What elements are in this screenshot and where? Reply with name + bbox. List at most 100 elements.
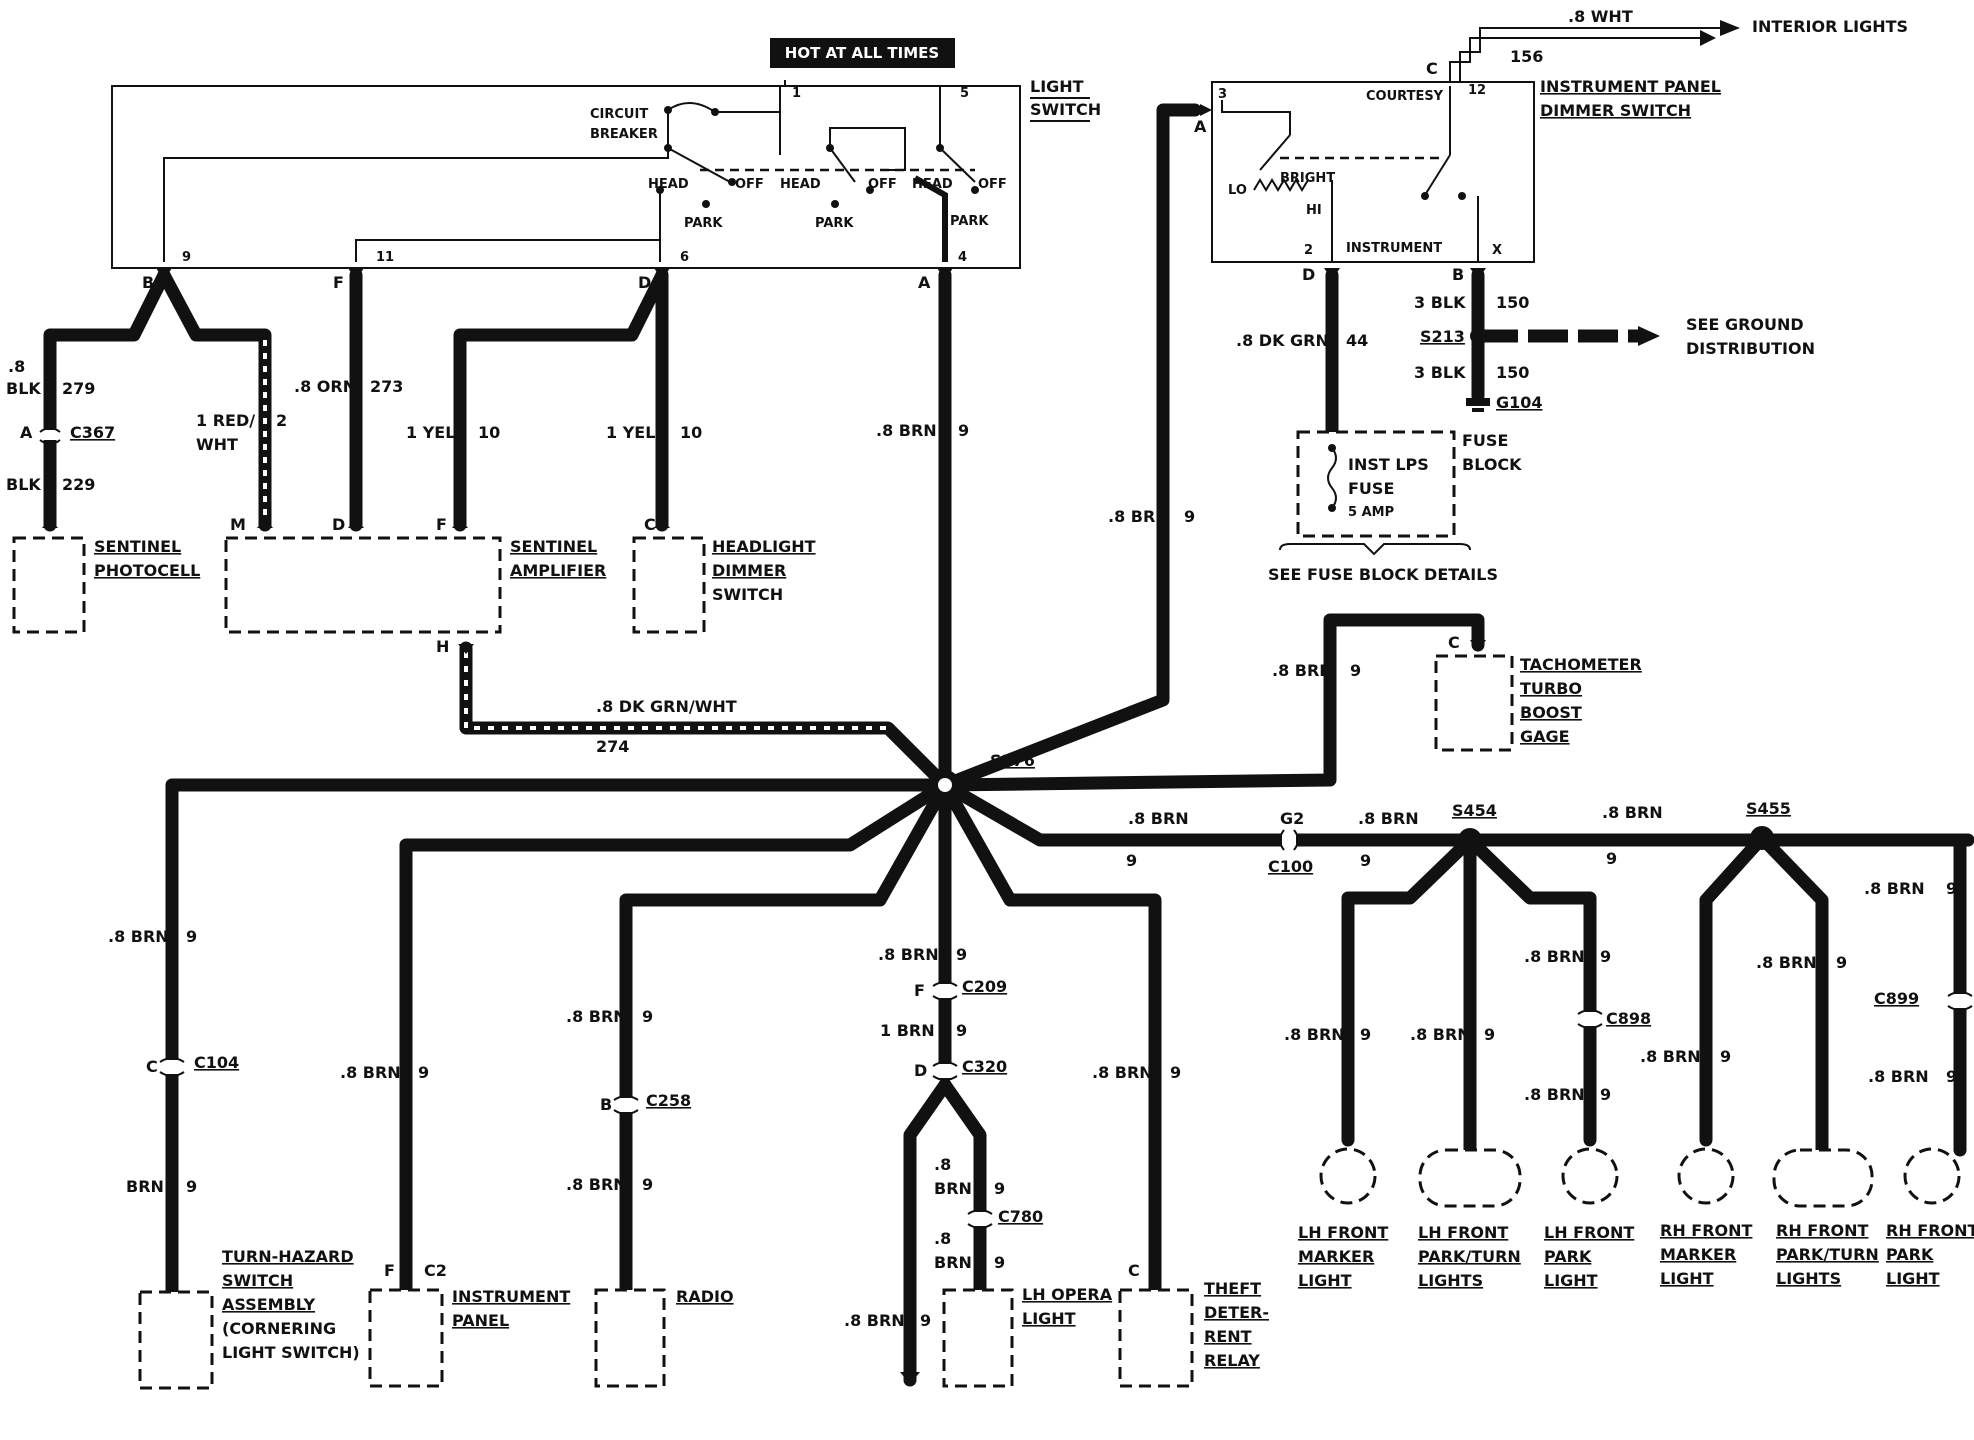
bus-c100: C100 (1268, 857, 1313, 876)
lbl-redwht-c: 2 (276, 411, 287, 430)
lbl-yel-2c: 10 (680, 423, 702, 442)
radio-branch: .8 BRN 9 B C258 .8 BRN 9 RADIO (566, 1007, 734, 1388)
wire-brn-tach (938, 613, 1485, 792)
hl-dimmer-1: HEADLIGHT (712, 537, 816, 556)
wire-brn-opera-down (903, 1078, 952, 1387)
conn-f: F (333, 273, 344, 292)
radio-pin: B (600, 1095, 612, 1114)
theft-4: RELAY (1204, 1351, 1260, 1370)
lbl-274: 274 (596, 737, 629, 756)
fuse-2: FUSE (1348, 479, 1394, 498)
tachometer: C TACHOMETER TURBO BOOST GAGE (1434, 633, 1642, 752)
l4-c: 9 (1836, 953, 1847, 972)
opera-w3a: .8 (934, 1155, 951, 1174)
park-3: PARK (950, 214, 989, 229)
opera-conn1: C209 (962, 977, 1007, 996)
l1-w: .8 BRN (1410, 1025, 1471, 1044)
courtesy-label: COURTESY (1366, 89, 1444, 104)
theft-c: 9 (1170, 1063, 1181, 1082)
turn-1: TURN-HAZARD (222, 1247, 354, 1266)
opera-c5: 9 (920, 1311, 931, 1330)
lbl-orn: .8 ORN (294, 377, 356, 396)
light-switch-title-1: LIGHT (1030, 77, 1084, 96)
pin-5: 5 (960, 86, 969, 101)
opera-w4b: BRN (934, 1253, 972, 1272)
lbl-3blk-1: 3 BLK (1414, 293, 1466, 312)
dim-pin-3: 3 (1218, 87, 1227, 102)
lbl-s454: S454 (1452, 801, 1497, 820)
turn-w1: .8 BRN (108, 927, 169, 946)
inst-w: .8 BRN (340, 1063, 401, 1082)
tach-2: TURBO (1520, 679, 1582, 698)
inst-panel-2: PANEL (452, 1311, 509, 1330)
bus-w3: .8 BRN (1602, 803, 1663, 822)
lbl-s376: S376 (990, 751, 1035, 770)
head-2: HEAD (780, 177, 821, 192)
hi-label: HI (1306, 203, 1322, 218)
pin-9: 9 (182, 250, 191, 265)
hl-dimmer-2: DIMMER (712, 561, 786, 580)
theft-w: .8 BRN (1092, 1063, 1153, 1082)
l3-c: 9 (1720, 1047, 1731, 1066)
lbl-yel-1c: 10 (478, 423, 500, 442)
lh-front-marker-lamp (1319, 1147, 1377, 1205)
opera-conn2: C320 (962, 1057, 1007, 1076)
dim-conn-b: B (1452, 265, 1464, 284)
lbl-brn-main: .8 BRN (876, 421, 937, 440)
opera-c3: 9 (994, 1179, 1005, 1198)
pin-11: 11 (376, 250, 394, 265)
dim-conn-d: D (1302, 265, 1315, 284)
opera-c2: 9 (956, 1021, 967, 1040)
l2-n1: LH FRONT (1544, 1223, 1634, 1242)
lbl-s455: S455 (1746, 799, 1791, 818)
opera-pin2: D (914, 1061, 927, 1080)
l2-n3: LIGHT (1544, 1271, 1598, 1290)
connector-arrows (42, 104, 1486, 654)
lbl-redwht-1: 1 RED/ (196, 411, 255, 430)
lbl-yel-2: 1 YEL (606, 423, 655, 442)
radio-c1: 9 (642, 1007, 653, 1026)
wire-brn-right (938, 778, 1297, 847)
lbl-3blk-2: 3 BLK (1414, 363, 1466, 382)
l4-n3: LIGHTS (1776, 1269, 1841, 1288)
sentinel-photocell (12, 536, 86, 634)
radio-conn: C258 (646, 1091, 691, 1110)
turn-5: LIGHT SWITCH) (222, 1343, 360, 1362)
head-1: HEAD (648, 177, 689, 192)
dimmer-title-1: INSTRUMENT PANEL (1540, 77, 1721, 96)
opera-branch: .8 BRN 9 F C209 1 BRN 9 D C320 .8 BRN 9 … (844, 945, 1113, 1388)
amplifier-1: SENTINEL (510, 537, 597, 556)
l5-n3: LIGHT (1886, 1269, 1940, 1288)
dim-conn-c: C (1426, 59, 1438, 78)
lbl-s213: S213 (1420, 327, 1465, 346)
lbl-blk-1: .8 (8, 357, 25, 376)
lbl-dkgrn: .8 DK GRN (1236, 331, 1329, 350)
l5-conn: C899 (1874, 989, 1919, 1008)
inst-panel-1: INSTRUMENT (452, 1287, 570, 1306)
photocell-1: SENTINEL (94, 537, 181, 556)
theft-deterrent-relay (1118, 1288, 1194, 1388)
turn-hazard-switch (138, 1290, 214, 1390)
wire-brn-turn (165, 778, 952, 1299)
lbl-pin-a: A (20, 423, 33, 442)
off-1: OFF (735, 177, 764, 192)
wire-brn-to-dimmer (938, 103, 1202, 792)
turn-4: (CORNERING (222, 1319, 336, 1338)
opera-c1: 9 (956, 945, 967, 964)
fuse-ground: .8 DK GRN 44 INST LPS FUSE 5 AMP FUSE BL… (1236, 268, 1815, 584)
hl-pin-c: C (644, 515, 656, 534)
conn-a: A (918, 273, 931, 292)
bus-c2: 9 (1360, 851, 1371, 870)
lbl-c367: C367 (70, 423, 115, 442)
interior-circuit: 156 (1510, 47, 1543, 66)
radio-label: RADIO (676, 1287, 734, 1306)
pin-6: 6 (680, 250, 689, 265)
fuse-3: 5 AMP (1348, 505, 1394, 520)
l4-n2: PARK/TURN (1776, 1245, 1879, 1264)
l1-n3: LIGHTS (1418, 1271, 1483, 1290)
dimmer-switch-box (1211, 81, 1535, 263)
l0-n1: LH FRONT (1298, 1223, 1388, 1242)
lbl-229: 229 (62, 475, 95, 494)
wire-yel-1 (453, 268, 669, 532)
l5-n2: PARK (1886, 1245, 1934, 1264)
